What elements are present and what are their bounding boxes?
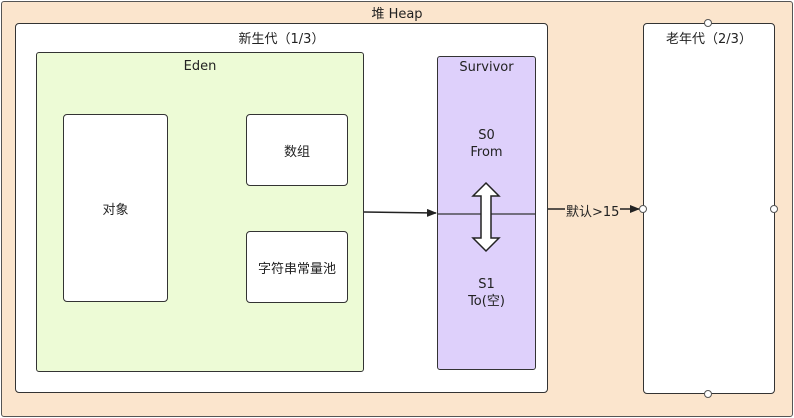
- old-generation-title: 老年代（2/3）: [666, 32, 752, 47]
- heap-title: 堆 Heap: [371, 7, 423, 22]
- string-pool-box: 字符串常量池: [246, 231, 348, 303]
- array-label: 数组: [283, 144, 310, 160]
- eden-title: Eden: [183, 59, 217, 74]
- array-box: 数组: [246, 114, 348, 186]
- object-box: 对象: [63, 114, 168, 302]
- s0-region: S0 From: [438, 127, 535, 161]
- connection-point-left-icon: [639, 205, 647, 213]
- young-generation-title: 新生代（1/3）: [238, 32, 325, 47]
- s1-role: To(空): [468, 294, 505, 309]
- promotion-threshold-label: 默认>15: [565, 201, 621, 220]
- swap-double-arrow-icon: [471, 181, 501, 253]
- s0-name: S0: [478, 128, 495, 143]
- s1-name: S1: [478, 277, 495, 292]
- object-label: 对象: [102, 202, 129, 218]
- connection-point-right-icon: [770, 205, 778, 213]
- old-generation: 老年代（2/3）: [643, 23, 775, 394]
- connection-point-top-icon: [704, 19, 712, 27]
- string-pool-label: 字符串常量池: [257, 261, 336, 277]
- connection-point-bottom-icon: [704, 390, 712, 398]
- survivor-title: Survivor: [459, 60, 514, 75]
- s0-role: From: [470, 145, 503, 160]
- s1-region: S1 To(空): [438, 276, 535, 310]
- eden-to-survivor-arrow: [363, 208, 437, 217]
